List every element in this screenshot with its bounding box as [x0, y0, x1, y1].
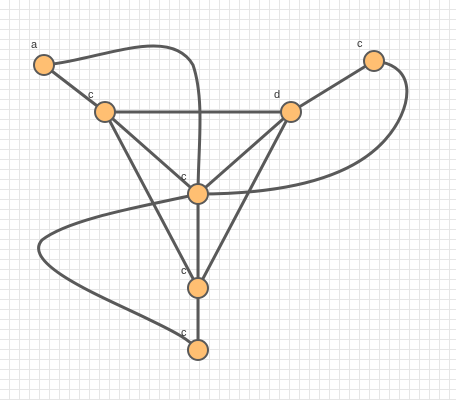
edge-c-center-c-bottom	[37, 192, 200, 352]
node-circle	[187, 339, 209, 361]
edge-d-c-lower	[196, 110, 293, 290]
graph-node[interactable]: c	[181, 327, 209, 361]
edge-d-c-center	[196, 110, 293, 196]
node-label: d	[274, 89, 280, 101]
node-label: c	[88, 89, 94, 101]
node-label: c	[181, 327, 187, 339]
edge-a-c-top	[42, 63, 107, 114]
edge-c-right-c-center	[196, 59, 409, 196]
edge-a-c-center	[42, 44, 202, 196]
graph-node[interactable]: c	[181, 265, 209, 299]
node-circle	[94, 101, 116, 123]
edge-c-top-c-lower	[103, 110, 200, 290]
edge-c-top-c-center	[103, 110, 200, 196]
node-label: c	[181, 171, 187, 183]
node-circle	[280, 101, 302, 123]
node-label: c	[357, 38, 363, 50]
node-circle	[33, 54, 55, 76]
node-circle	[363, 50, 385, 72]
node-label: a	[31, 39, 38, 51]
graph-node[interactable]: c	[181, 171, 209, 205]
graph-node[interactable]: c	[357, 38, 385, 72]
node-label: c	[181, 265, 187, 277]
nodes: a c d c c c c	[31, 38, 385, 361]
graph-node[interactable]: a	[31, 39, 55, 76]
edge-d-c-right	[289, 59, 376, 114]
node-circle	[187, 183, 209, 205]
graph-node[interactable]: c	[88, 89, 116, 123]
node-circle	[187, 277, 209, 299]
edges	[37, 44, 409, 352]
graph-node[interactable]: d	[274, 89, 302, 123]
